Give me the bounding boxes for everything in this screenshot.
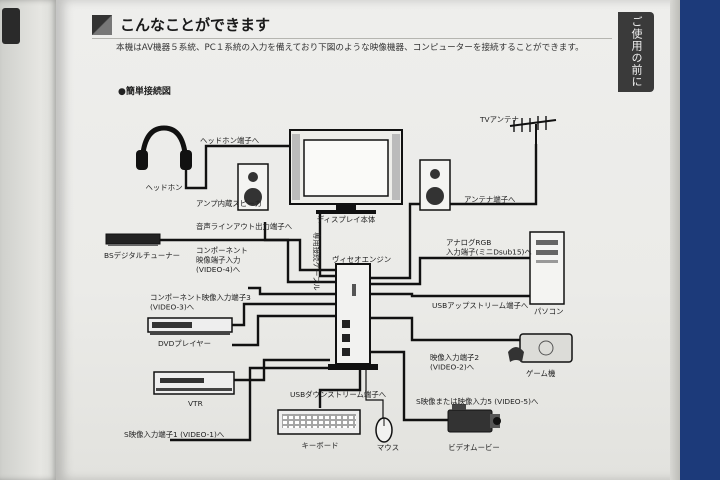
square-bullet-icon <box>92 14 112 35</box>
device-label-keyboard: キーボード <box>302 441 339 450</box>
port-label-component4: コンポーネント映像端子入力(VIDEO-4)へ <box>196 246 248 274</box>
device-label-display: ディスプレイ本体 <box>317 215 376 224</box>
device-label-game: ゲーム機 <box>526 369 556 378</box>
speaker-left <box>237 163 269 211</box>
section-tab-label: ご使用の前に <box>630 16 643 88</box>
device-label-dvd: DVDプレイヤー <box>158 339 211 348</box>
device-label-camera: ビデオムービー <box>448 443 500 452</box>
pc-tower <box>529 231 565 305</box>
port-label-svideo5: S映像または映像入力5 (VIDEO-5)へ <box>416 397 539 406</box>
device-label-antenna: TVアンテナ <box>479 115 519 124</box>
section-title-row: こんなことができます <box>92 14 270 35</box>
diagram-subheading: ●簡単接続図 <box>118 87 171 97</box>
port-label-component3: コンポーネント映像入力端子3(VIDEO-3)へ <box>150 293 251 312</box>
port-label-antenna: アンテナ端子へ <box>464 195 516 204</box>
speaker-right <box>419 159 451 211</box>
device-label-vtr: VTR <box>188 399 203 408</box>
port-label-video2: 映像入力端子2(VIDEO-2)へ <box>430 353 479 372</box>
vtr <box>153 371 235 395</box>
video-engine <box>328 263 378 370</box>
tv-antenna <box>509 116 557 146</box>
video-camera <box>447 404 501 433</box>
port-label-usb-up: USBアップストリーム端子へ <box>432 301 529 310</box>
bs-tuner <box>105 233 161 246</box>
device-label-headphones: ヘッドホン <box>146 183 183 192</box>
section-title: こんなことができます <box>120 16 271 34</box>
section-tab[interactable]: ご使用の前に <box>618 12 654 92</box>
connection-wires <box>160 144 538 442</box>
display-unit <box>289 129 403 214</box>
intro-text: 本機はAV機器５系統、PC１系統の入力を備えており下図のような映像機器、コンピュ… <box>116 43 584 53</box>
dvd-player <box>147 317 233 335</box>
device-label-pc: パソコン <box>534 307 564 316</box>
mouse <box>375 417 393 443</box>
keyboard <box>277 409 361 435</box>
device-label-speaker: アンプ内蔵スピーカ <box>196 199 262 208</box>
headphones <box>136 125 192 170</box>
game-console <box>508 333 573 363</box>
device-label-cable: 専用接続ケーブル <box>312 232 321 291</box>
device-label-engine: ヴィセオエンジン <box>332 255 391 264</box>
page-stack-edge <box>670 0 680 480</box>
left-page-edge <box>0 0 58 480</box>
port-label-audio-out: 音声ラインアウト出力端子へ <box>196 222 293 231</box>
title-divider <box>92 38 612 39</box>
port-label-svideo1: S映像入力端子1 (VIDEO-1)へ <box>124 430 225 439</box>
port-label-usb-down: USBダウンストリーム端子へ <box>290 390 387 399</box>
port-label-headphone: ヘッドホン端子へ <box>200 136 260 145</box>
device-label-mouse: マウス <box>377 443 399 452</box>
device-label-bs: BSデジタルチューナー <box>104 251 180 260</box>
book-edge-mark <box>2 8 20 44</box>
